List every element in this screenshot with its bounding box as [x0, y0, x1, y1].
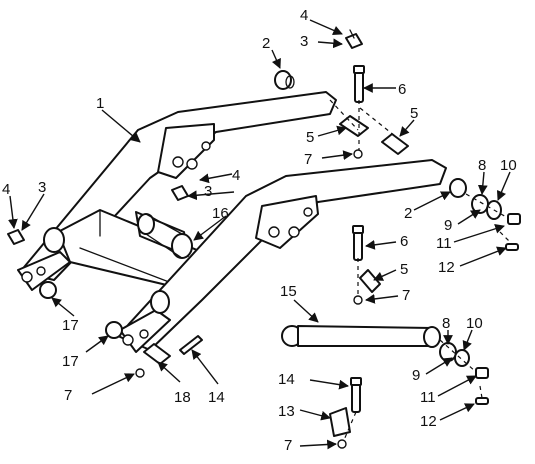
- callout-numbers: 1 2 2 3 3 3 4 4 4 5 5 5 6 6 7 7 7 7 8 8 …: [2, 7, 517, 454]
- leader-lines: [8, 19, 511, 450]
- callout-12: 12: [438, 259, 455, 276]
- callout-16: 16: [212, 205, 229, 222]
- mid-pin-bolt: [352, 225, 381, 305]
- callout-4: 4: [2, 181, 10, 198]
- upper-grease-nipple: [345, 29, 363, 49]
- upper-bushing: [274, 70, 295, 90]
- lower-left-parts: [39, 281, 203, 378]
- left-grease-nipple: [7, 229, 25, 245]
- callout-13: 13: [278, 403, 295, 420]
- callout-5: 5: [400, 261, 408, 278]
- callout-17: 17: [62, 317, 79, 334]
- callout-11: 11: [436, 235, 452, 252]
- callout-5: 5: [306, 129, 314, 146]
- callout-18: 18: [174, 389, 191, 406]
- callout-4: 4: [232, 167, 240, 184]
- callout-7: 7: [64, 387, 72, 404]
- callout-17: 17: [62, 353, 79, 370]
- assembly-lines: [329, 99, 513, 441]
- upper-pins: [339, 115, 409, 155]
- callout-1: 1: [96, 95, 104, 112]
- loader-frame: [17, 91, 447, 353]
- callout-2: 2: [262, 35, 270, 52]
- callout-15: 15: [280, 283, 297, 300]
- callout-7: 7: [284, 437, 292, 454]
- callout-7: 7: [304, 151, 312, 168]
- callout-2: 2: [404, 205, 412, 222]
- upper-pin-bolt: [353, 65, 365, 103]
- callout-4: 4: [300, 7, 308, 24]
- hydraulic-cylinder: [281, 325, 489, 405]
- callout-6: 6: [398, 81, 406, 98]
- callout-14: 14: [208, 389, 225, 406]
- callout-11: 11: [420, 389, 436, 406]
- callout-10: 10: [466, 315, 483, 332]
- lower-pin-bolt: [329, 377, 362, 449]
- callout-9: 9: [444, 217, 452, 234]
- callout-10: 10: [500, 157, 517, 174]
- callout-9: 9: [412, 367, 420, 384]
- callout-3: 3: [204, 183, 212, 200]
- callout-7: 7: [402, 287, 410, 304]
- callout-6: 6: [400, 233, 408, 250]
- callout-8: 8: [478, 157, 486, 174]
- mid-grease-nipple: [171, 185, 189, 201]
- callout-8: 8: [442, 315, 450, 332]
- callout-12: 12: [420, 413, 437, 430]
- callout-3: 3: [38, 179, 46, 196]
- callout-5: 5: [410, 105, 418, 122]
- upper-nut: [353, 149, 363, 159]
- callout-14: 14: [278, 371, 295, 388]
- callout-3: 3: [300, 33, 308, 50]
